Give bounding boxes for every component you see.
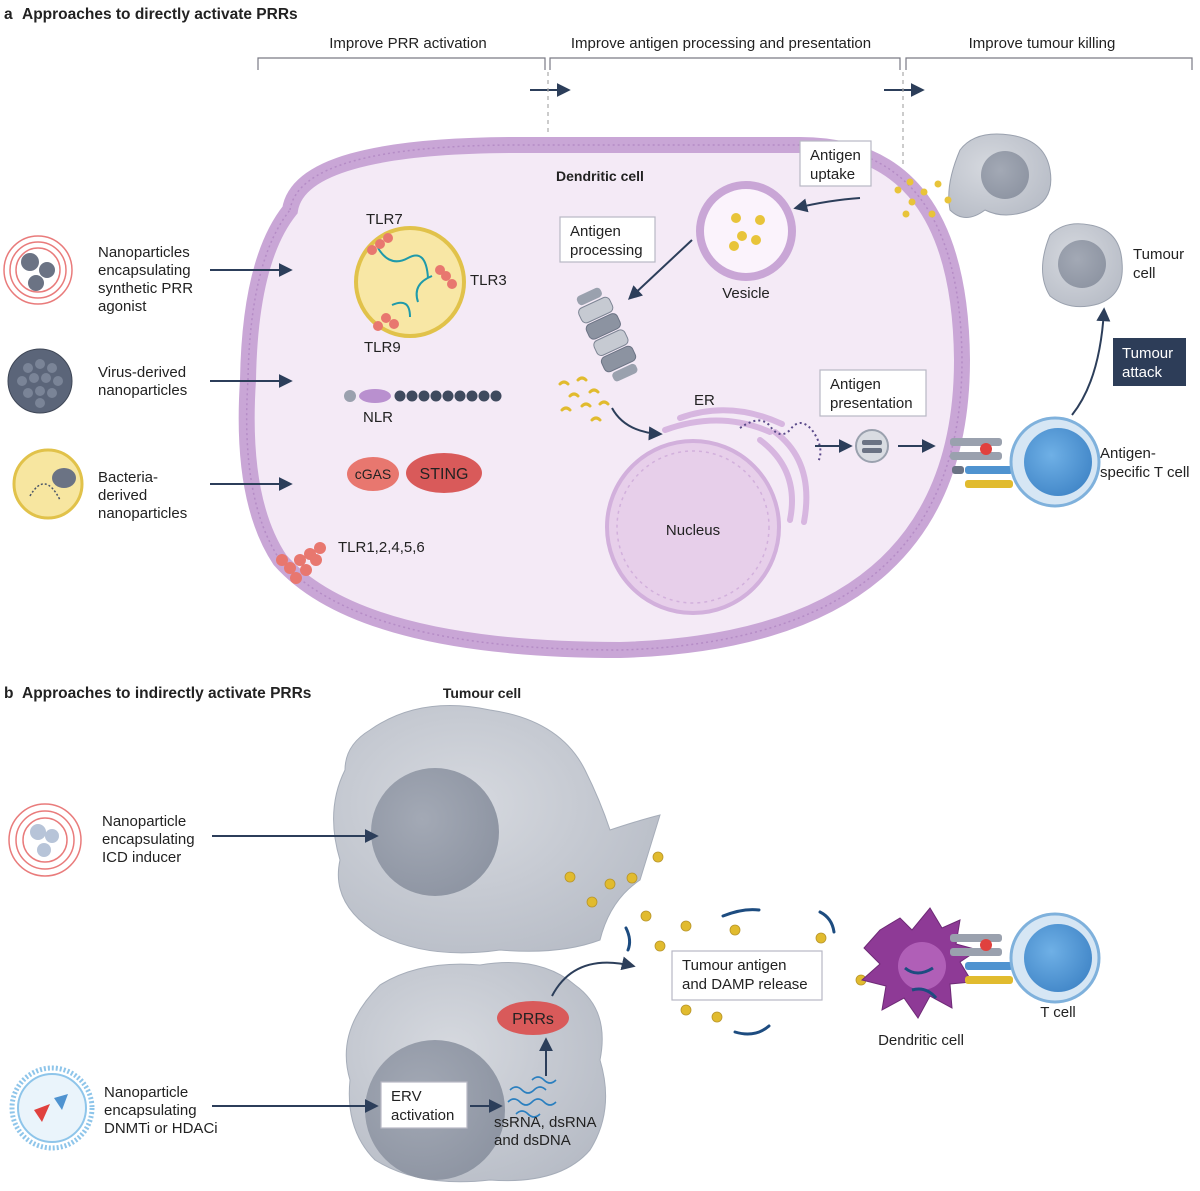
panel-a: a Approaches to directly activate PRRs I…: [3, 6, 1193, 659]
vesicle: [696, 181, 796, 281]
sting-shape: [406, 453, 482, 493]
surface-tlr: [276, 542, 326, 584]
virus-particle-icon: [7, 348, 73, 414]
antigen-uptake-label: Antigen uptake: [810, 147, 865, 183]
antigen-presentation-box: [819, 369, 927, 417]
nucleic-acids: [507, 1076, 557, 1118]
endosome-tlr: [354, 226, 466, 338]
nanoparticle-icon: [3, 235, 73, 305]
released-antigens: [564, 851, 867, 1023]
panel-a-letter: a: [4, 6, 13, 23]
tumour-cell-large: [333, 705, 661, 954]
antigen-presentation-label: Antigen presentation: [830, 376, 913, 412]
er-label: ER: [694, 392, 715, 409]
peptide-fragments: [558, 376, 610, 422]
tumour-attack-label: Tumour attack: [1122, 345, 1177, 381]
dendritic-cell-b: [860, 907, 980, 1019]
tumour-cell-a-label: Tumour cell: [1133, 246, 1188, 282]
release-label: Tumour antigen and DAMP release: [682, 957, 808, 993]
nlr-protein: [344, 389, 502, 403]
phase-label-2: Improve antigen processing and presentat…: [571, 35, 871, 52]
agent-2-label: Virus-derived nanoparticles: [98, 364, 190, 399]
uptake-arrow: [793, 197, 861, 213]
released-nucleic-acids: [624, 908, 836, 1036]
tumour-cell-target: [1042, 223, 1123, 308]
er-peptide-dots: [739, 419, 822, 463]
dendritic-cell-b-label: Dendritic cell: [878, 1032, 964, 1049]
prrs-label: PRRs: [512, 1011, 554, 1028]
antigen-processing-box: [559, 216, 656, 263]
phase-label-3: Improve tumour killing: [969, 35, 1116, 52]
attack-arrow: [1071, 307, 1111, 416]
agent-b1-label: Nanoparticle encapsulating ICD inducer: [102, 813, 199, 866]
endoplasmic-reticulum: [662, 407, 810, 525]
panel-b-title: Approaches to indirectly activate PRRs: [22, 685, 311, 702]
mhc-vesicle: [855, 429, 889, 463]
vesicle-label: Vesicle: [722, 285, 770, 302]
peptide-arrow: [611, 407, 663, 441]
nucleus: [605, 439, 781, 615]
panel-b: b Approaches to indirectly activate PRRs…: [4, 685, 1101, 1183]
nucleus-label: Nucleus: [666, 522, 720, 539]
tumour-attack-box: [1113, 338, 1186, 386]
tumour-cell-b-label: Tumour cell: [443, 685, 521, 701]
cgas-label: cGAS: [355, 466, 392, 482]
agent-1-label: Nanoparticles encapsulating synthetic PR…: [98, 244, 197, 315]
sting-label: STING: [420, 466, 469, 483]
tlr-surface-label: TLR1,2,4,5,6: [338, 539, 425, 556]
tlr3-label: TLR3: [470, 272, 507, 289]
antigen-processing-label: Antigen processing: [570, 223, 643, 259]
mhc-tcr-complex: [950, 438, 1013, 488]
nlr-label: NLR: [363, 409, 393, 426]
prrs-shape: [497, 1001, 569, 1035]
phase-dividers: [547, 72, 904, 165]
bacteria-vesicle-icon: [12, 448, 84, 520]
dendritic-cell-label: Dendritic cell: [556, 168, 644, 184]
agent-3-label: Bacteria- derived nanoparticles: [98, 469, 187, 522]
liposome-icon: [9, 1065, 95, 1151]
phase-brackets: [257, 57, 1193, 70]
antigen-uptake-box: [799, 140, 872, 187]
processing-arrow: [627, 239, 693, 300]
tlr9-label: TLR9: [364, 339, 401, 356]
cgas-shape: [347, 457, 399, 491]
panel-a-title: Approaches to directly activate PRRs: [22, 6, 298, 23]
phase-label-1: Improve PRR activation: [329, 35, 487, 52]
release-box: [671, 950, 823, 1001]
erv-label: ERV activation: [391, 1088, 454, 1124]
t-cell-b-label: T cell: [1040, 1004, 1076, 1021]
prrs-arrow: [551, 956, 636, 997]
t-cell-b: [1009, 912, 1101, 1004]
proteasome: [576, 287, 638, 382]
erv-box: [380, 1081, 468, 1129]
panel-b-letter: b: [4, 685, 13, 702]
tumour-cell-top: [894, 133, 1052, 218]
mhc-tcr-complex-b: [950, 934, 1013, 984]
agent-b2-label: Nanoparticle encapsulating DNMTi or HDAC…: [104, 1084, 218, 1137]
icd-nanoparticle-icon: [8, 803, 82, 877]
nucleic-acid-label: ssRNA, dsRNA and dsDNA: [494, 1114, 600, 1149]
t-cell-a: [1009, 416, 1101, 508]
tlr7-label: TLR7: [366, 211, 403, 228]
t-cell-a-label: Antigen- specific T cell: [1100, 445, 1189, 481]
